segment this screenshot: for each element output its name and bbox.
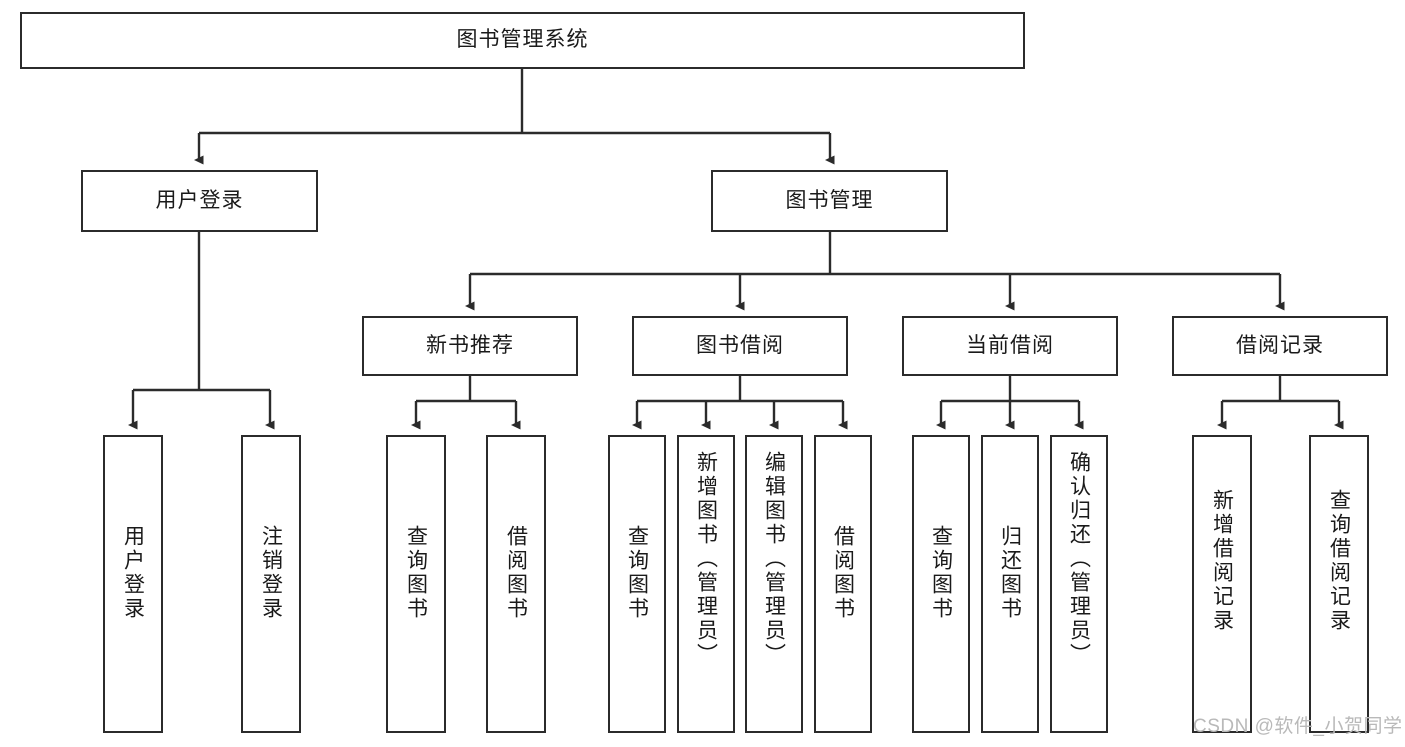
node-current-borrow-label: 当前借阅 xyxy=(966,333,1054,357)
node-leaf-query-book-2-label: 查询图书 xyxy=(625,525,649,621)
node-leaf-edit-book[interactable]: 编辑图书（管理员） xyxy=(745,435,803,733)
node-leaf-query-book-3[interactable]: 查询图书 xyxy=(912,435,970,733)
node-leaf-add-book[interactable]: 新增图书（管理员） xyxy=(677,435,735,733)
node-current-borrow[interactable]: 当前借阅 xyxy=(902,316,1118,376)
node-user-login[interactable]: 用户登录 xyxy=(81,170,318,232)
node-leaf-confirm-return-label: 确认归还（管理员） xyxy=(1067,451,1091,667)
node-leaf-borrow-book-1-label: 借阅图书 xyxy=(504,525,528,621)
node-leaf-user-login[interactable]: 用户登录 xyxy=(103,435,163,733)
node-leaf-query-record-label: 查询借阅记录 xyxy=(1327,489,1351,633)
node-book-borrow[interactable]: 图书借阅 xyxy=(632,316,848,376)
node-new-book-recommend-label: 新书推荐 xyxy=(426,333,514,357)
node-leaf-borrow-book-2-label: 借阅图书 xyxy=(831,525,855,621)
node-leaf-borrow-book-2[interactable]: 借阅图书 xyxy=(814,435,872,733)
node-leaf-edit-book-label: 编辑图书（管理员） xyxy=(762,451,786,667)
node-leaf-add-record-label: 新增借阅记录 xyxy=(1210,489,1234,633)
node-borrow-record[interactable]: 借阅记录 xyxy=(1172,316,1388,376)
node-leaf-query-book-1-label: 查询图书 xyxy=(404,525,428,621)
node-book-management[interactable]: 图书管理 xyxy=(711,170,948,232)
node-book-management-label: 图书管理 xyxy=(785,188,874,212)
node-leaf-query-book-1[interactable]: 查询图书 xyxy=(386,435,446,733)
node-root[interactable]: 图书管理系统 xyxy=(20,12,1025,69)
node-book-borrow-label: 图书借阅 xyxy=(696,333,784,357)
node-leaf-user-login-label: 用户登录 xyxy=(121,525,145,621)
node-borrow-record-label: 借阅记录 xyxy=(1236,333,1324,357)
node-leaf-user-logout[interactable]: 注销登录 xyxy=(241,435,301,733)
node-leaf-query-record[interactable]: 查询借阅记录 xyxy=(1309,435,1369,733)
node-user-login-label: 用户登录 xyxy=(155,188,244,212)
node-leaf-add-book-label: 新增图书（管理员） xyxy=(694,451,718,667)
node-leaf-add-record[interactable]: 新增借阅记录 xyxy=(1192,435,1252,733)
node-root-label: 图书管理系统 xyxy=(456,28,589,52)
node-leaf-return-book[interactable]: 归还图书 xyxy=(981,435,1039,733)
node-new-book-recommend[interactable]: 新书推荐 xyxy=(362,316,578,376)
node-leaf-query-book-2[interactable]: 查询图书 xyxy=(608,435,666,733)
node-leaf-confirm-return[interactable]: 确认归还（管理员） xyxy=(1050,435,1108,733)
node-leaf-user-logout-label: 注销登录 xyxy=(259,525,283,621)
node-leaf-query-book-3-label: 查询图书 xyxy=(929,525,953,621)
node-leaf-borrow-book-1[interactable]: 借阅图书 xyxy=(486,435,546,733)
watermark-text: CSDN @软件_小贺同学 xyxy=(1193,716,1403,737)
node-leaf-return-book-label: 归还图书 xyxy=(998,525,1022,621)
